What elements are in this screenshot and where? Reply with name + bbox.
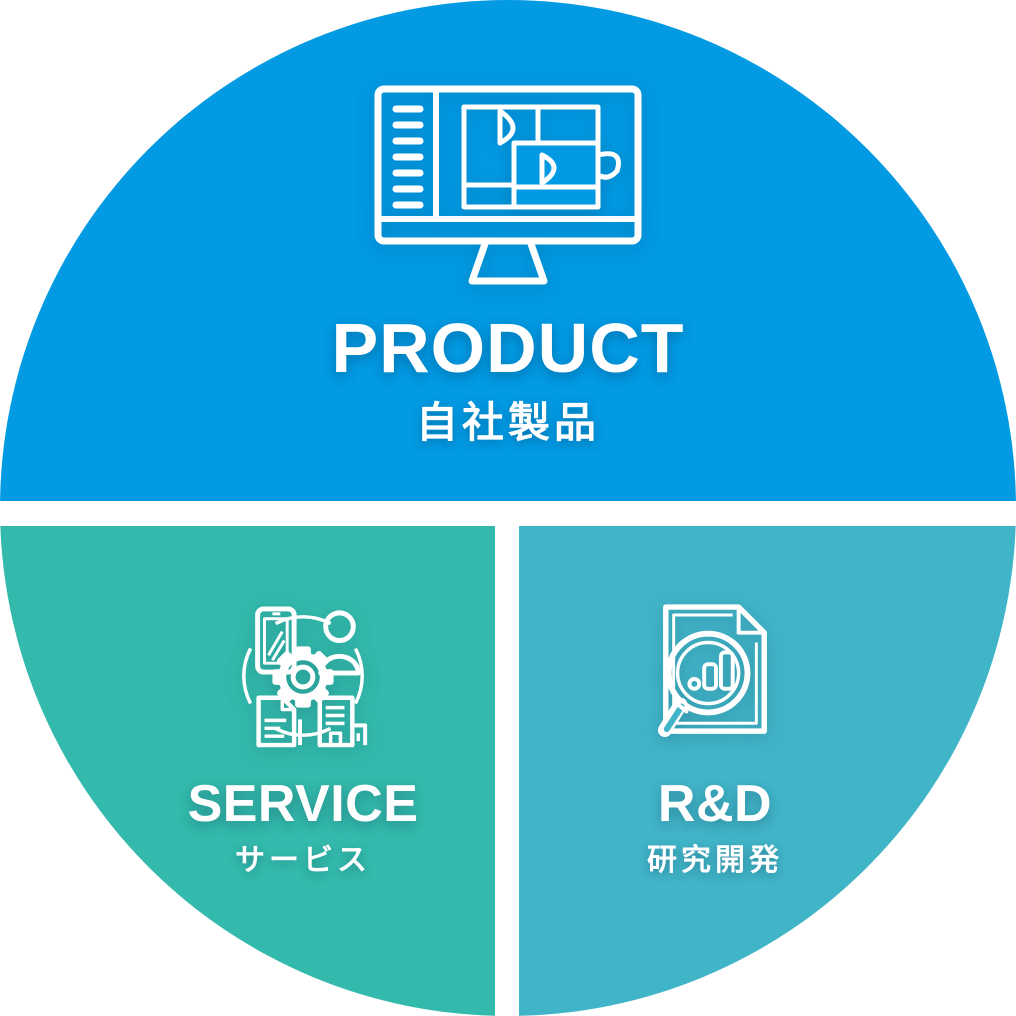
segment-subtitle-rd: 研究開発 (647, 844, 783, 877)
segment-title-rd: R&D (657, 775, 773, 833)
service-network-icon (242, 606, 368, 748)
segment-title-service: SERVICE (187, 775, 419, 833)
rd-content: R&D 研究開発 (515, 601, 915, 876)
segment-subtitle-product: 自社製品 (415, 399, 600, 446)
document-analysis-icon (657, 604, 767, 738)
monitor-design-icon (374, 85, 642, 285)
segment-product (0, 0, 1016, 501)
segment-rd (519, 526, 1016, 1016)
segment-subtitle-service: サービス (235, 844, 371, 877)
segment-service (0, 526, 495, 1016)
product-content: PRODUCT 自社製品 (0, 85, 1016, 444)
service-content: SERVICE サービス (103, 603, 503, 876)
segment-title-product: PRODUCT (331, 309, 685, 387)
